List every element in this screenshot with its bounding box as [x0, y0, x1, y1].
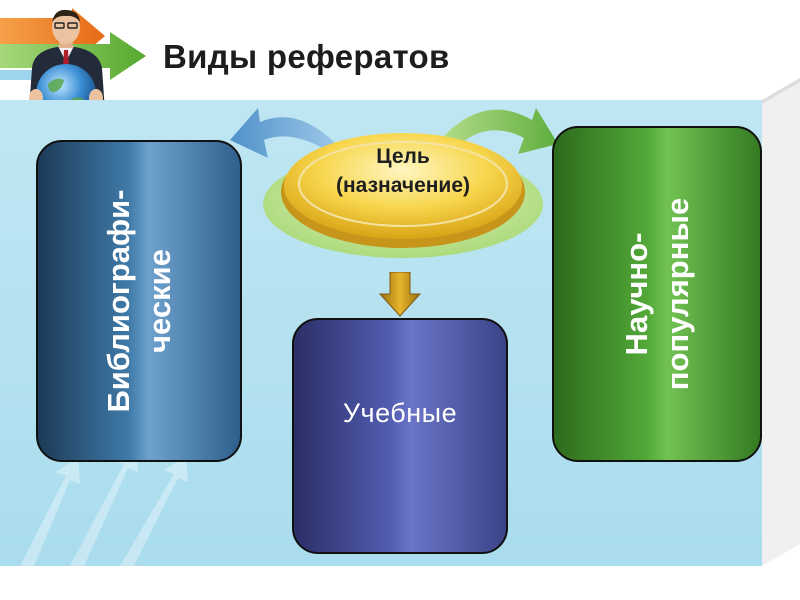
box-popular-science: Научно- популярные: [552, 126, 762, 462]
box-educational: Учебные: [292, 318, 508, 554]
curved-arrow-right-icon: [440, 108, 558, 156]
box-popular-science-line2: популярные: [660, 197, 695, 391]
down-arrow-icon: [378, 272, 422, 317]
box-bibliographic-line2: ческие: [142, 249, 177, 353]
center-ellipse-shape: [263, 133, 543, 258]
background-rising-arrows-icon: [20, 446, 188, 566]
page-title: Виды рефератов: [163, 38, 450, 75]
center-label-line2: (назначение): [335, 174, 471, 197]
box-popular-science-line1: Научно-: [619, 232, 654, 356]
box-bibliographic-line1: Библиографи-: [101, 189, 136, 413]
box-bibliographic: Библиографи- ческие: [36, 140, 242, 462]
center-ellipse: Цель (назначение): [258, 126, 548, 246]
center-label-line1: Цель: [376, 145, 430, 168]
panel-side-face: [762, 78, 800, 566]
box-educational-label: Учебные: [342, 398, 458, 428]
curved-arrow-left-icon: [230, 108, 336, 158]
